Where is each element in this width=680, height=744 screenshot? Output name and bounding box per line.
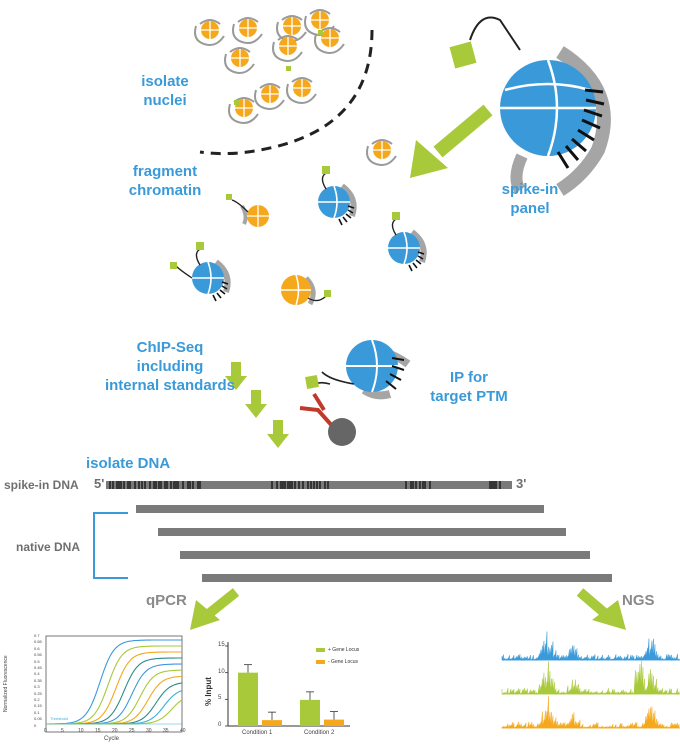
legend-swatch-minus	[316, 660, 325, 664]
qpcr-xtick: 20	[112, 728, 118, 734]
qpcr-ytick: 0.35	[34, 677, 42, 683]
qpcr-threshold-label: Threshold	[50, 716, 68, 721]
qpcr-xlabel: Cycle	[104, 736, 120, 742]
qpcr-ytick: 0.4	[34, 671, 40, 677]
spike-in-dna-strand	[106, 481, 512, 489]
qpcr-ytick: 0.2	[34, 697, 40, 702]
spike-in-panel-label: spike-in panel	[501, 181, 559, 217]
three-prime-label: 3'	[516, 476, 527, 491]
bar-ytick: 15	[218, 642, 225, 648]
bar	[300, 699, 320, 726]
native-dna-strands	[93, 505, 612, 582]
legend-plus-label: + Gene Locus	[328, 647, 360, 653]
qpcr-ytick: 0.05	[34, 716, 42, 722]
bar-category-label: Condition 1	[242, 730, 273, 736]
five-prime-label: 5'	[94, 476, 105, 491]
bar-ytick: 5	[218, 695, 222, 702]
bar-category-label: Condition 2	[304, 730, 335, 736]
qpcr-xtick: 15	[95, 728, 101, 734]
native-dna-label: native DNA	[16, 540, 81, 554]
qpcr-xtick: 30	[146, 728, 152, 734]
ngs-label: NGS	[622, 592, 655, 609]
qpcr-ytick: 0.65	[34, 639, 42, 645]
ip-target-label: IP for target PTM	[430, 369, 508, 405]
amplification-curve	[46, 639, 182, 725]
bar-ylabel: % Input	[204, 677, 213, 706]
qpcr-ylabel: Normalized Fluorescence	[3, 655, 9, 712]
fragment-chromatin-label: fragment chromatin	[128, 163, 202, 199]
qpcr-label: qPCR	[146, 592, 187, 609]
bar	[238, 672, 258, 726]
qpcr-ytick: 0.25	[34, 690, 42, 696]
bar-ytick: 0	[218, 722, 222, 728]
fragmented-chromatin	[170, 139, 424, 305]
qpcr-ytick: 0.55	[34, 652, 42, 658]
ngs-track	[501, 661, 680, 696]
qpcr-ytick: 0.45	[34, 665, 42, 670]
isolate-dna-label: isolate DNA	[86, 455, 171, 472]
ngs-track	[501, 696, 680, 730]
qpcr-ytick: 0	[34, 722, 37, 728]
qpcr-ytick: 0.5	[34, 658, 40, 664]
ip-nucleosome	[305, 339, 411, 400]
qpcr-ytick: 0.3	[34, 684, 40, 690]
nuclei-cluster	[194, 9, 345, 124]
spike-in-nucleosome	[449, 16, 611, 196]
bar	[262, 720, 282, 726]
ngs-track	[501, 631, 680, 662]
bar-ytick: 10	[218, 668, 225, 675]
qpcr-xtick: 5	[61, 728, 64, 734]
qpcr-ytick: 0.6	[34, 645, 40, 651]
antibody-bead	[299, 392, 356, 446]
bar	[324, 719, 344, 726]
qpcr-xtick: 40	[180, 728, 186, 734]
qpcr-amplification-plot	[45, 635, 183, 733]
ngs-tracks	[501, 631, 680, 730]
legend-minus-label: - Gene Locus	[328, 659, 359, 665]
bar-chart	[225, 642, 350, 727]
qpcr-xtick: 0	[44, 728, 47, 734]
spike-in-dna-label: spike-in DNA	[4, 478, 79, 492]
isolate-nuclei-label: isolate nuclei	[141, 73, 189, 109]
qpcr-xtick: 25	[129, 728, 135, 734]
spike-in-arrow	[410, 104, 493, 178]
chip-seq-label: ChIP-Seq including internal standards	[104, 339, 236, 394]
qpcr-xtick: 35	[163, 728, 169, 734]
nuclear-membrane	[199, 29, 374, 156]
qpcr-ytick: 0.1	[34, 709, 40, 715]
qpcr-arrow	[190, 588, 240, 630]
legend-swatch-plus	[316, 648, 325, 652]
qpcr-ytick: 0.7	[34, 633, 40, 638]
bar-legend: + Gene Locus - Gene Locus	[316, 647, 359, 665]
amplification-curve	[46, 645, 182, 725]
ngs-arrow	[576, 588, 626, 630]
qpcr-xtick: 10	[78, 728, 84, 734]
qpcr-ytick: 0.15	[34, 703, 42, 709]
amplification-curve	[46, 651, 182, 725]
